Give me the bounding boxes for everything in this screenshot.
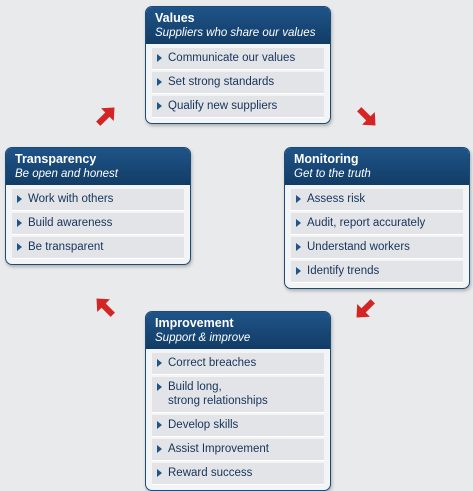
monitoring-card-title: Monitoring [294, 152, 359, 166]
transparency-card-subtitle: Be open and honest [15, 168, 118, 180]
values-card: Values Suppliers who share our values Co… [145, 6, 331, 124]
triangle-right-icon [157, 469, 162, 477]
triangle-right-icon [157, 78, 162, 86]
improvement-card-title: Improvement [155, 316, 234, 330]
values-card-subtitle: Suppliers who share our values [155, 27, 316, 39]
list-item: Develop skills [152, 415, 324, 437]
arrow-up-right-icon [96, 107, 115, 126]
values-card-title: Values [155, 11, 195, 25]
triangle-right-icon [296, 243, 301, 251]
list-item: Build long, strong relationships [152, 377, 324, 413]
triangle-right-icon [17, 219, 22, 227]
improvement-card-list: Correct breaches Build long, strong rela… [146, 349, 330, 490]
triangle-right-icon [17, 195, 22, 203]
triangle-right-icon [157, 383, 162, 391]
list-item: Reward success [152, 463, 324, 485]
monitoring-card-header: Monitoring Get to the truth [285, 148, 469, 185]
list-item: Set strong standards [152, 72, 324, 94]
list-item: Communicate our values [152, 48, 324, 70]
triangle-right-icon [157, 359, 162, 367]
monitoring-card-list: Assess risk Audit, report accurately Und… [285, 185, 469, 288]
values-card-list: Communicate our values Set strong standa… [146, 44, 330, 123]
improvement-card-subtitle: Support & improve [155, 332, 251, 344]
improvement-card: Improvement Support & improve Correct br… [145, 311, 331, 491]
list-item: Qualify new suppliers [152, 96, 324, 118]
triangle-right-icon [296, 195, 301, 203]
arrow-down-right-icon [357, 107, 376, 126]
triangle-right-icon [157, 445, 162, 453]
list-item: Build awareness [12, 213, 184, 235]
triangle-right-icon [296, 267, 301, 275]
list-item: Correct breaches [152, 353, 324, 375]
monitoring-card: Monitoring Get to the truth Assess risk … [284, 147, 470, 289]
list-item: Work with others [12, 189, 184, 211]
triangle-right-icon [157, 421, 162, 429]
improvement-card-header: Improvement Support & improve [146, 312, 330, 349]
list-item: Assess risk [291, 189, 463, 211]
monitoring-card-subtitle: Get to the truth [294, 168, 371, 180]
list-item: Understand workers [291, 237, 463, 259]
list-item: Assist Improvement [152, 439, 324, 461]
values-card-header: Values Suppliers who share our values [146, 7, 330, 44]
list-item: Identify trends [291, 261, 463, 283]
triangle-right-icon [157, 102, 162, 110]
arrow-down-left-icon [356, 299, 375, 318]
triangle-right-icon [296, 219, 301, 227]
transparency-card-header: Transparency Be open and honest [6, 148, 190, 185]
list-item: Audit, report accurately [291, 213, 463, 235]
triangle-right-icon [157, 54, 162, 62]
transparency-card-list: Work with others Build awareness Be tran… [6, 185, 190, 264]
triangle-right-icon [17, 243, 22, 251]
list-item: Be transparent [12, 237, 184, 259]
transparency-card-title: Transparency [15, 152, 97, 166]
transparency-card: Transparency Be open and honest Work wit… [5, 147, 191, 265]
arrow-up-left-icon [96, 298, 115, 317]
